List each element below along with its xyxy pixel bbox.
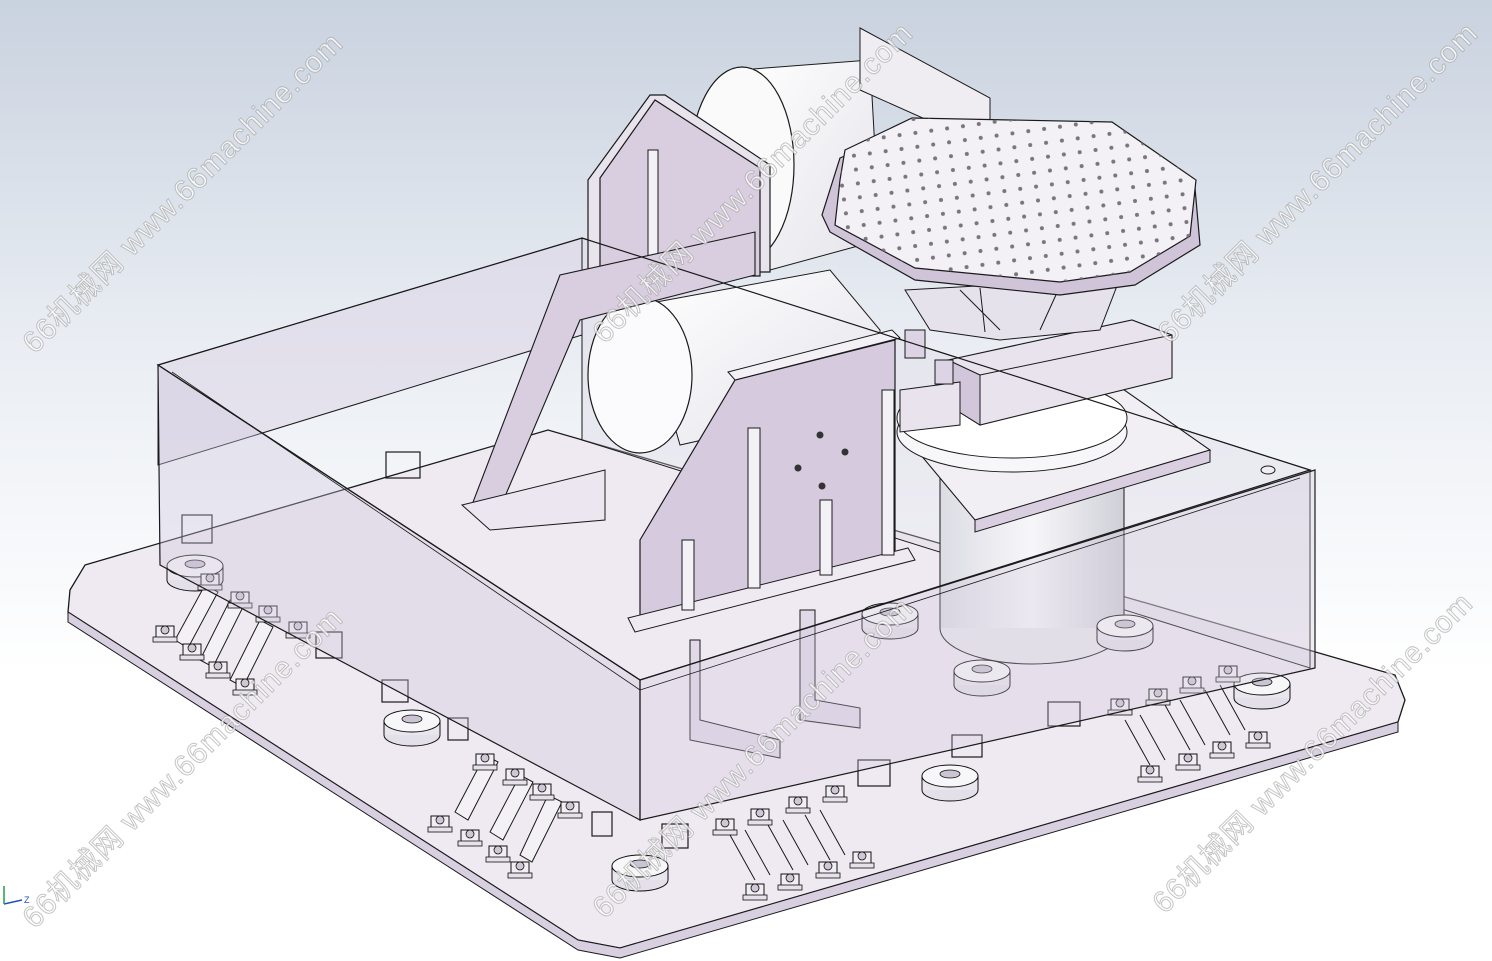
enclosure-front-face <box>639 469 1316 821</box>
front-pedestal-base <box>627 547 916 633</box>
isolator-1 <box>383 709 441 747</box>
rear-pedestal-front <box>599 99 761 277</box>
base-plate-edge <box>67 611 1399 959</box>
isolator-4 <box>921 764 979 802</box>
enclosure-top-rim <box>156 237 1312 681</box>
strut-group-left <box>174 584 563 863</box>
coordinate-triad-icon: Z <box>3 886 30 905</box>
pedestal-legs <box>689 639 781 759</box>
struts-front <box>729 684 1246 881</box>
triad-z-label: Z <box>24 895 30 905</box>
motor-arm <box>899 381 961 433</box>
